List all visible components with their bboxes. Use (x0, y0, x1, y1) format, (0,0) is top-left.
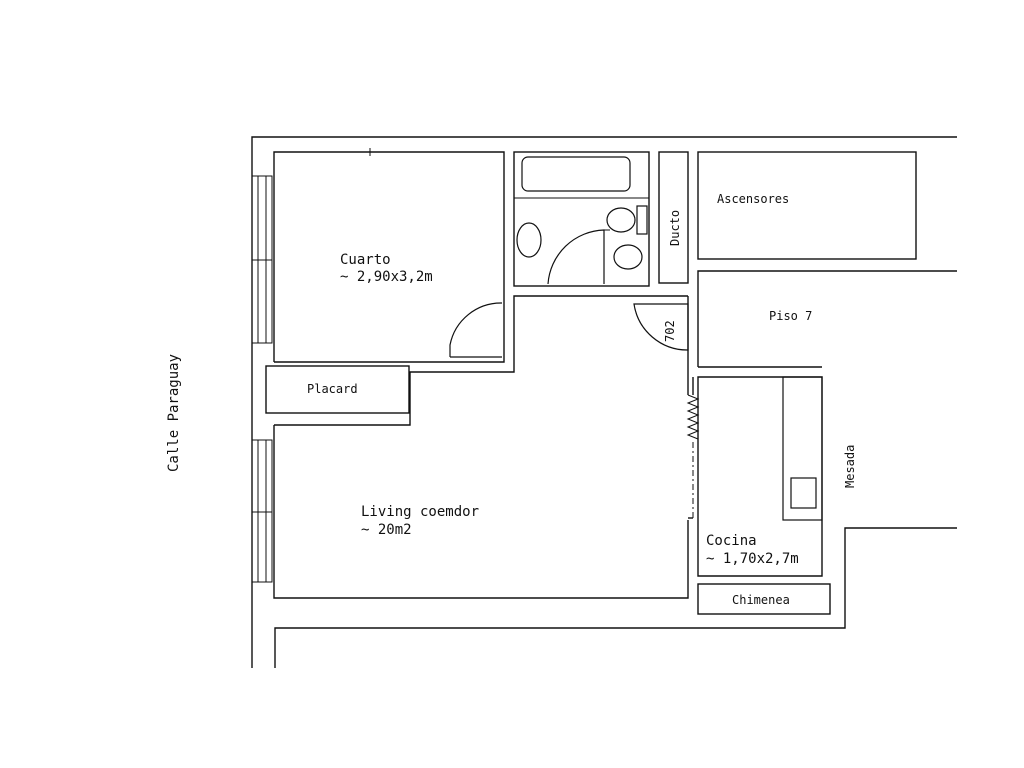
bedroom-label: Cuarto (340, 252, 391, 268)
floor-label: Piso 7 (769, 309, 812, 323)
counter (782, 376, 823, 521)
kitchen (686, 376, 823, 577)
bedroom (273, 148, 505, 363)
living-room (273, 295, 689, 599)
fireplace (697, 583, 831, 615)
bathroom-door-swing (547, 229, 605, 285)
street-label: Calle Paraguay (166, 354, 182, 472)
landing (697, 270, 957, 368)
living-size: ~ 20m2 (361, 522, 412, 538)
closet (265, 365, 410, 414)
closet-label: Placard (307, 382, 358, 396)
unit-label: 702 (663, 320, 677, 342)
kitchen-size: ~ 1,70x2,7m (706, 551, 799, 567)
sink (516, 222, 542, 258)
entry-door (633, 303, 689, 351)
outer-walls (251, 136, 957, 668)
stove (790, 477, 817, 509)
window-bedroom (251, 175, 273, 344)
window-living (251, 439, 273, 583)
fireplace-label: Chimenea (732, 593, 790, 607)
kitchen-label: Cocina (706, 533, 757, 549)
bedroom-door-swing (449, 302, 503, 357)
bathroom (513, 151, 650, 287)
living-label: Living coemdor (361, 504, 479, 520)
bidet (613, 244, 643, 270)
elevators-label: Ascensores (717, 192, 789, 206)
bathtub (521, 156, 631, 192)
folding-partition (686, 394, 700, 440)
counter-label: Mesada (843, 445, 857, 488)
duct-label: Ducto (668, 210, 682, 246)
bedroom-size: ~ 2,90x3,2m (340, 269, 433, 285)
elevators (697, 151, 917, 260)
toilet (606, 207, 636, 233)
duct (658, 151, 689, 284)
